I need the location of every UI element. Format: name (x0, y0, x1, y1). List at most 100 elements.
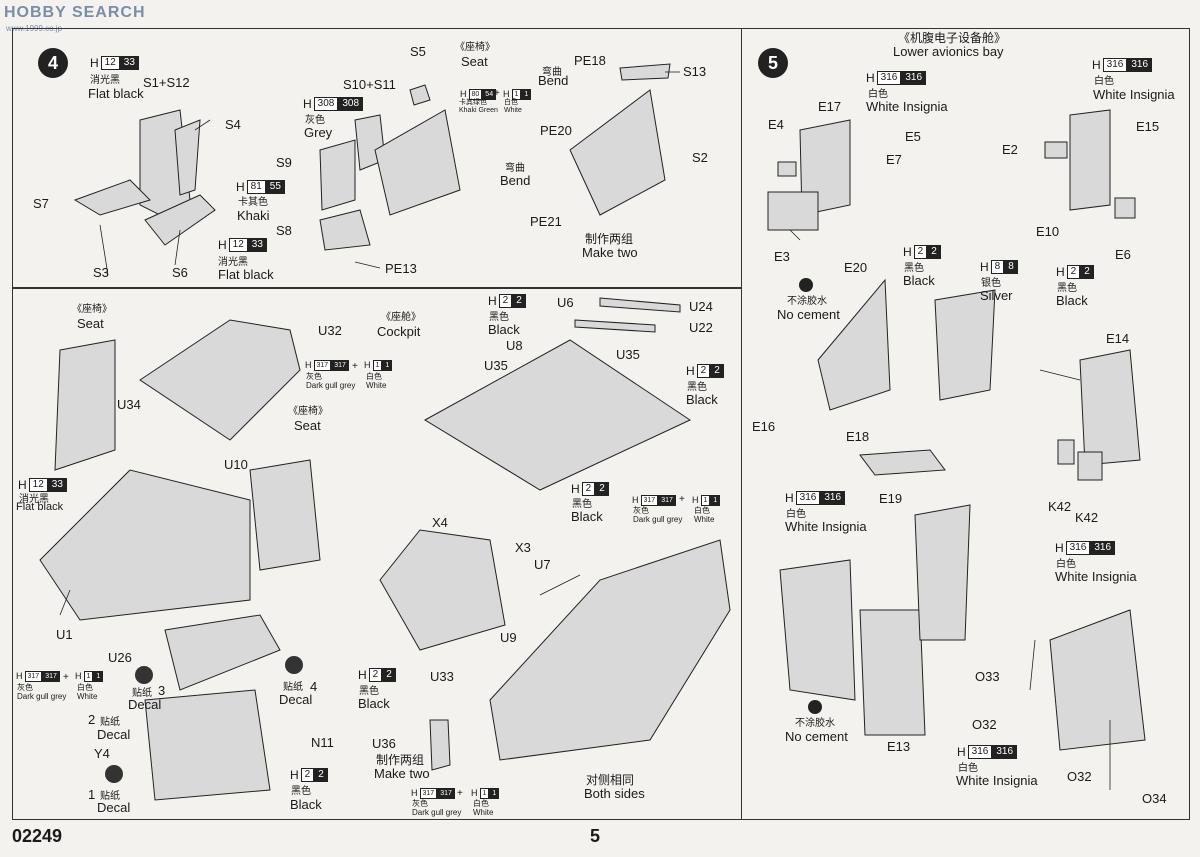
paint-code-2: 316 (992, 745, 1018, 759)
step6-decal-1-cn: 贴纸 (100, 791, 120, 802)
no-cement-icon (799, 278, 813, 292)
part-label-u22: U22 (689, 320, 713, 335)
step6-paint-white-4: H 1 1 (471, 786, 500, 800)
cockpit-part-seat2 (249, 459, 321, 571)
step6-paint-black-2-en: Black (488, 322, 520, 337)
bay-part-box (1049, 609, 1146, 751)
paint-prefix: H (90, 56, 99, 70)
step6-paint-dgg-4: H 317 317 (411, 786, 455, 800)
part-label-u1: U1 (56, 627, 73, 642)
paint-code-2: 316 (1127, 58, 1153, 72)
step6-paint-black-4-en: Black (571, 509, 603, 524)
paint-code-1: 2 (913, 245, 928, 259)
paint-code-2: 1 (93, 670, 104, 682)
step6-paint-flat-black-cn: 消光黑 (19, 494, 49, 505)
part-label-e3: E3 (774, 249, 790, 264)
paint-prefix: H (785, 491, 794, 505)
part-label-s7: S7 (33, 196, 49, 211)
cockpit-part-u26 (164, 614, 281, 691)
bay-part-large (779, 559, 856, 701)
paint-prefix: H (866, 71, 875, 85)
paint-prefix: H (488, 294, 497, 308)
step6-decal-1-num: 1 (88, 787, 96, 802)
step6-paint-dgg-3-en: Dark gull grey (633, 515, 683, 524)
step6-paint-black-5-cn: 黑色 (359, 686, 379, 697)
paint-code-2: 2 (382, 668, 396, 682)
paint-prefix: H (471, 788, 478, 798)
paint-code-2: 2 (927, 245, 941, 259)
step6-paint-white-1-en: White (366, 381, 387, 390)
paint-code-1: 12 (228, 238, 248, 252)
part-label-k42b: K42 (1075, 510, 1099, 525)
paint-code-1: 1 (83, 670, 94, 682)
step6-make-two-cn: 制作两组 (376, 753, 425, 767)
step6-plus-1: + (352, 361, 358, 372)
part-label-s5: S5 (410, 44, 426, 59)
step5-title-cn: 《机腹电子设备舱》 (898, 31, 1007, 45)
step6-paint-white-3-cn: 白色 (694, 506, 710, 515)
part-label-s1s12: S1+S12 (143, 75, 190, 90)
step6-paint-dgg-2-en: Dark gull grey (17, 692, 67, 701)
step6-paint-black-5-en: Black (358, 696, 390, 711)
paint-prefix: H (903, 245, 912, 259)
step6-paint-white-2: H 1 1 (75, 669, 104, 683)
paint-code-2: 33 (247, 238, 267, 252)
step6-decal-2-en: Decal (97, 727, 131, 742)
part-label-s4: S4 (225, 117, 241, 132)
paint-code-2: 317 (42, 670, 60, 682)
paint-code-2: 54 (482, 88, 497, 100)
step6-paint-black-2-cn: 黑色 (489, 312, 509, 323)
paint-code-1: 316 (795, 491, 821, 505)
step6-seat2-title-cn: 《座椅》 (288, 406, 328, 417)
part-label-s6: S6 (172, 265, 188, 280)
step6-paint-dgg-4-cn: 灰色 (412, 799, 428, 808)
step4-paint-khaki-en: Khaki (237, 208, 270, 223)
step4-bend-1-en: Bend (538, 73, 569, 88)
paint-code-1: 8 (990, 260, 1005, 274)
step6-make-two-en: Make two (374, 766, 430, 781)
step5-paint-white-4: H 316 316 (1055, 541, 1116, 555)
step4-paint-grey: H 308 308 (303, 97, 364, 111)
bay-part-door (914, 504, 971, 641)
step5-paint-black-1-en: Black (903, 273, 935, 288)
seat-part-s9 (319, 139, 356, 211)
step5-number: 5 (758, 48, 788, 78)
part-label-e10: E10 (1036, 224, 1060, 239)
paint-prefix: H (18, 478, 27, 492)
step4-paint-khaki-green: H 80 54 (460, 87, 497, 101)
step4-paint-white-en: White (504, 107, 522, 114)
step4-make-two-cn: 制作两组 (585, 232, 634, 246)
step6-cockpit-title-cn: 《座舱》 (381, 312, 421, 323)
step6-decal-4-cn: 贴纸 (283, 682, 303, 693)
paint-prefix: H (305, 360, 312, 370)
part-label-e4: E4 (768, 117, 784, 132)
step6-paint-black-3-en: Black (686, 392, 718, 407)
step5-paint-black-1-cn: 黑色 (904, 263, 924, 274)
step6-paint-white-4-cn: 白色 (473, 799, 489, 808)
step6-paint-dgg-1: H 317 317 (305, 358, 349, 372)
part-label-s8: S8 (276, 223, 292, 238)
seat-part-body (374, 109, 461, 216)
step6-plus-2: + (63, 672, 69, 683)
part-label-o33: O33 (975, 669, 1000, 684)
paint-code-1: 2 (696, 364, 711, 378)
paint-code-2: 2 (710, 364, 724, 378)
step5-no-cement-1-en: No cement (777, 307, 840, 322)
part-label-e16: E16 (752, 419, 776, 434)
part-label-u7: U7 (534, 557, 551, 572)
step5-paint-white-2: H 316 316 (1092, 58, 1153, 72)
step4-paint-flat-black-1-cn: 消光黑 (90, 75, 120, 86)
step6-seat2-title-en: Seat (294, 418, 321, 433)
seat-part-assembled (569, 89, 666, 216)
step6-seat-title-en: Seat (77, 316, 104, 331)
paint-code-1: 308 (313, 97, 339, 111)
paint-code-1: 81 (246, 180, 266, 194)
step6-decal-2-cn: 贴纸 (100, 717, 120, 728)
part-label-x3: X3 (515, 540, 531, 555)
step5-paint-white-3-cn: 白色 (786, 509, 806, 520)
part-label-e7: E7 (886, 152, 902, 167)
paint-code-1: 80 (468, 88, 483, 100)
step6-paint-white-3-en: White (694, 515, 715, 524)
step6-paint-dgg-1-cn: 灰色 (306, 372, 322, 381)
step5-paint-black-2-en: Black (1056, 293, 1088, 308)
